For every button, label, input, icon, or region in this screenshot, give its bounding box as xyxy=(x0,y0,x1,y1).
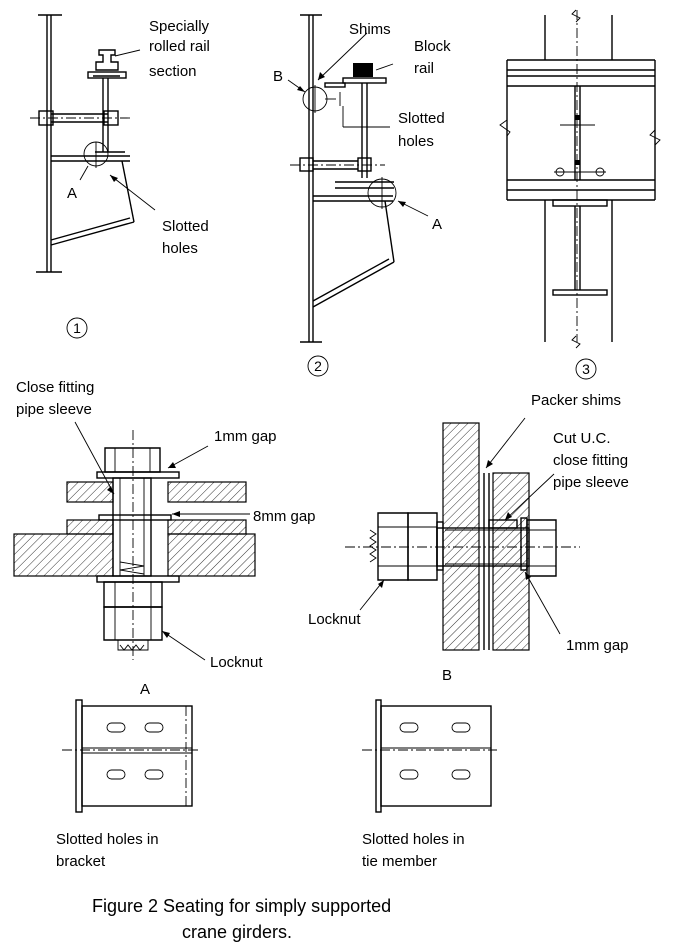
tie-slots-label-line-2: tie member xyxy=(362,853,437,870)
panel-2-drawing xyxy=(287,14,429,377)
packer-shims-label: Packer shims xyxy=(531,392,621,409)
slot-label-1-line-1: Slotted xyxy=(162,218,209,235)
block-rail-label-line-2: rail xyxy=(414,60,434,77)
bracket-slots-label-line-1: Slotted holes in xyxy=(56,831,159,848)
sleeve-label-a-line-2: pipe sleeve xyxy=(16,401,92,418)
detail-b-title: B xyxy=(442,667,452,684)
rail-label-line-2: rolled rail xyxy=(149,38,210,55)
locknut-label-a: Locknut xyxy=(210,654,263,671)
panel-number-1: 1 xyxy=(73,320,81,336)
tie-slots-drawing xyxy=(362,699,497,813)
panel-1-labels: Specially rolled rail section A Slotted … xyxy=(67,18,210,336)
shims-label: Shims xyxy=(349,21,391,38)
bracket-slots-labels: Slotted holes in bracket xyxy=(56,831,159,870)
rail-label-line-3: section xyxy=(149,63,197,80)
block-rail-label-line-1: Block xyxy=(414,38,451,55)
sleeve-label-b-line-1: Cut U.C. xyxy=(553,430,611,447)
detail-a-drawing xyxy=(13,421,256,661)
detail-b-labels: Packer shims Cut U.C. close fitting pipe… xyxy=(308,392,629,684)
detail-marker-a-1: A xyxy=(67,185,77,202)
tie-slots-label-line-1: Slotted holes in xyxy=(362,831,465,848)
panel-3-drawing xyxy=(499,9,661,380)
sleeve-label-b-line-3: pipe sleeve xyxy=(553,474,629,491)
detail-marker-a-2: A xyxy=(432,216,442,233)
bracket-slots-drawing xyxy=(62,699,200,813)
panel-number-3: 3 xyxy=(582,361,590,377)
detail-a-title: A xyxy=(140,681,150,698)
sleeve-label-a-line-1: Close fitting xyxy=(16,379,94,396)
panel-2-labels: Shims Block rail B Slotted holes A 2 xyxy=(273,21,451,374)
slot-label-2-line-2: holes xyxy=(398,133,434,150)
figure-caption: Figure 2 Seating for simply supported cr… xyxy=(92,896,391,942)
tie-slots-labels: Slotted holes in tie member xyxy=(362,831,465,870)
bracket-slots-label-line-2: bracket xyxy=(56,853,106,870)
slot-label-2-line-1: Slotted xyxy=(398,110,445,127)
detail-a-labels: Close fitting pipe sleeve 1mm gap 8mm ga… xyxy=(16,379,316,698)
slot-label-1-line-2: holes xyxy=(162,240,198,257)
sleeve-label-b-line-2: close fitting xyxy=(553,452,628,469)
gap-1mm-label-b: 1mm gap xyxy=(566,637,629,654)
locknut-label-b: Locknut xyxy=(308,611,361,628)
gap-1mm-label-a: 1mm gap xyxy=(214,428,277,445)
caption-line-2: crane girders. xyxy=(182,922,292,942)
panel-3-labels: 3 xyxy=(582,361,590,377)
detail-marker-b: B xyxy=(273,68,283,85)
caption-line-1: Figure 2 Seating for simply supported xyxy=(92,896,391,916)
gap-8mm-label: 8mm gap xyxy=(253,508,316,525)
rail-label-line-1: Specially xyxy=(149,18,210,35)
detail-b-drawing xyxy=(345,417,580,651)
panel-1-drawing xyxy=(30,14,156,339)
panel-number-2: 2 xyxy=(314,358,322,374)
